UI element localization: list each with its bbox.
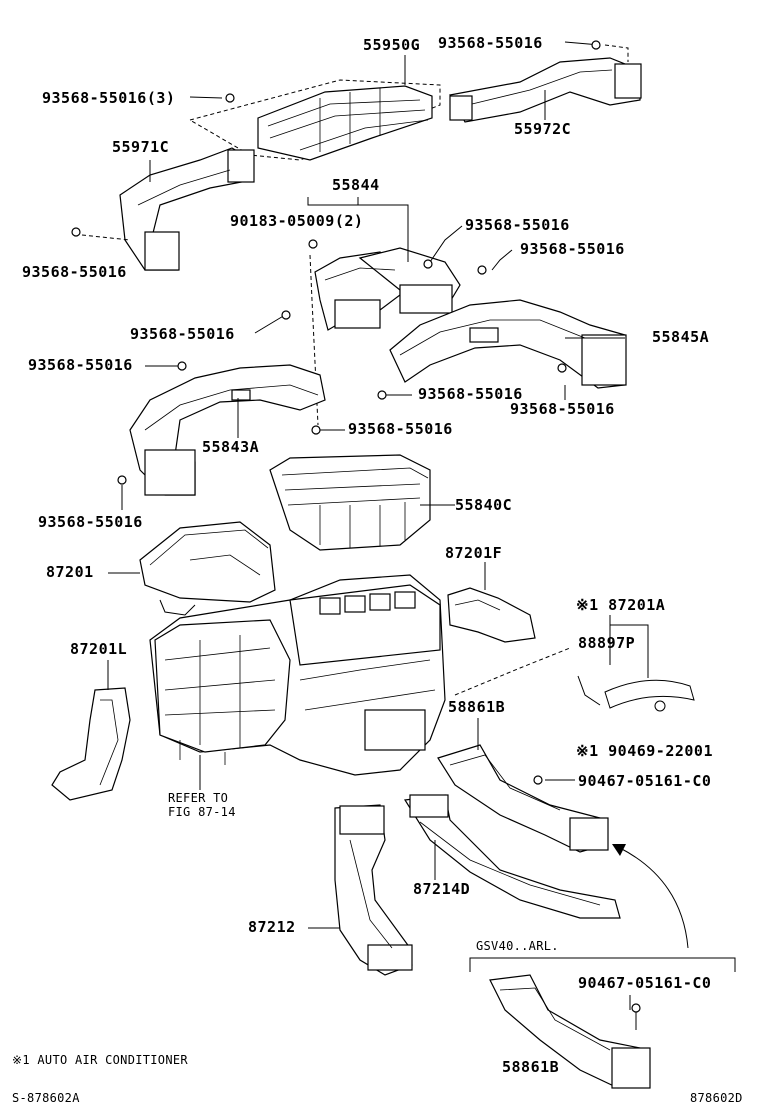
leader-lines bbox=[107, 41, 631, 1010]
part-label-93568-f[interactable]: 93568-55016 bbox=[38, 513, 143, 531]
part-label-87212[interactable]: 87212 bbox=[248, 918, 296, 936]
part-label-58861b-lower[interactable]: 58861B bbox=[502, 1058, 560, 1076]
part-label-58861b-upper[interactable]: 58861B bbox=[448, 698, 506, 716]
drawing-code-left: S-878602A bbox=[12, 1091, 80, 1105]
part-label-55950g[interactable]: 55950G bbox=[363, 36, 421, 54]
part-label-87201a[interactable]: ※1 87201A bbox=[576, 596, 666, 614]
housing-55840c bbox=[269, 454, 431, 551]
part-label-87214d[interactable]: 87214D bbox=[413, 880, 471, 898]
part-label-93568-c[interactable]: 93568-55016 bbox=[418, 385, 523, 403]
variant-note: GSV40..ARL. bbox=[476, 939, 559, 953]
duct-87214d bbox=[403, 794, 621, 919]
part-label-90469[interactable]: ※1 90469-22001 bbox=[576, 742, 713, 760]
part-label-87201[interactable]: 87201 bbox=[46, 563, 94, 581]
bracket-87201f bbox=[447, 587, 536, 643]
part-label-55844[interactable]: 55844 bbox=[332, 176, 380, 194]
part-label-93568-x3[interactable]: 93568-55016(3) bbox=[42, 89, 176, 107]
drawing-code-right: 878602D bbox=[690, 1091, 743, 1105]
part-label-93568-mid[interactable]: 93568-55016 bbox=[130, 325, 235, 343]
part-label-87201f[interactable]: 87201F bbox=[445, 544, 503, 562]
duct-58861b-upper bbox=[437, 744, 609, 853]
part-label-55972c[interactable]: 55972C bbox=[514, 120, 572, 138]
part-label-93568-top-right[interactable]: 93568-55016 bbox=[438, 34, 543, 52]
duct-87212 bbox=[334, 804, 413, 976]
variant-bracket bbox=[469, 957, 736, 972]
part-label-93568-left1[interactable]: 93568-55016 bbox=[22, 263, 127, 281]
refer-note-line2: FIG 87-14 bbox=[168, 805, 236, 819]
duct-87201l bbox=[51, 687, 131, 801]
duct-58861b-lower bbox=[489, 974, 651, 1089]
part-label-55840c[interactable]: 55840C bbox=[455, 496, 513, 514]
cover-87201 bbox=[139, 521, 276, 616]
fasteners bbox=[71, 40, 641, 1013]
refer-note-line1: REFER TO bbox=[168, 791, 229, 805]
part-label-55971c[interactable]: 55971C bbox=[112, 138, 170, 156]
part-label-87201l[interactable]: 87201L bbox=[70, 640, 128, 658]
duct-55843a bbox=[129, 364, 326, 496]
part-label-93568-e[interactable]: 93568-55016 bbox=[348, 420, 453, 438]
part-label-55845a[interactable]: 55845A bbox=[652, 328, 710, 346]
part-label-90467-upper[interactable]: 90467-05161-C0 bbox=[578, 772, 712, 790]
part-label-93568-a[interactable]: 93568-55016 bbox=[465, 216, 570, 234]
part-label-90183[interactable]: 90183-05009(2) bbox=[230, 212, 364, 230]
heater-unit-assembly bbox=[149, 574, 446, 776]
part-label-93568-d[interactable]: 93568-55016 bbox=[510, 400, 615, 418]
duct-55845a bbox=[389, 299, 627, 389]
part-label-55843a[interactable]: 55843A bbox=[202, 438, 260, 456]
part-label-88897p[interactable]: 88897P bbox=[578, 634, 636, 652]
part-label-90467-lower[interactable]: 90467-05161-C0 bbox=[578, 974, 712, 992]
duct-55971c bbox=[81, 147, 255, 271]
harness-87201a bbox=[454, 615, 695, 712]
part-label-93568-b[interactable]: 93568-55016 bbox=[520, 240, 625, 258]
part-label-93568-left2[interactable]: 93568-55016 bbox=[28, 356, 133, 374]
duct-55950g bbox=[188, 79, 441, 161]
footnote: ※1 AUTO AIR CONDITIONER bbox=[12, 1053, 188, 1067]
